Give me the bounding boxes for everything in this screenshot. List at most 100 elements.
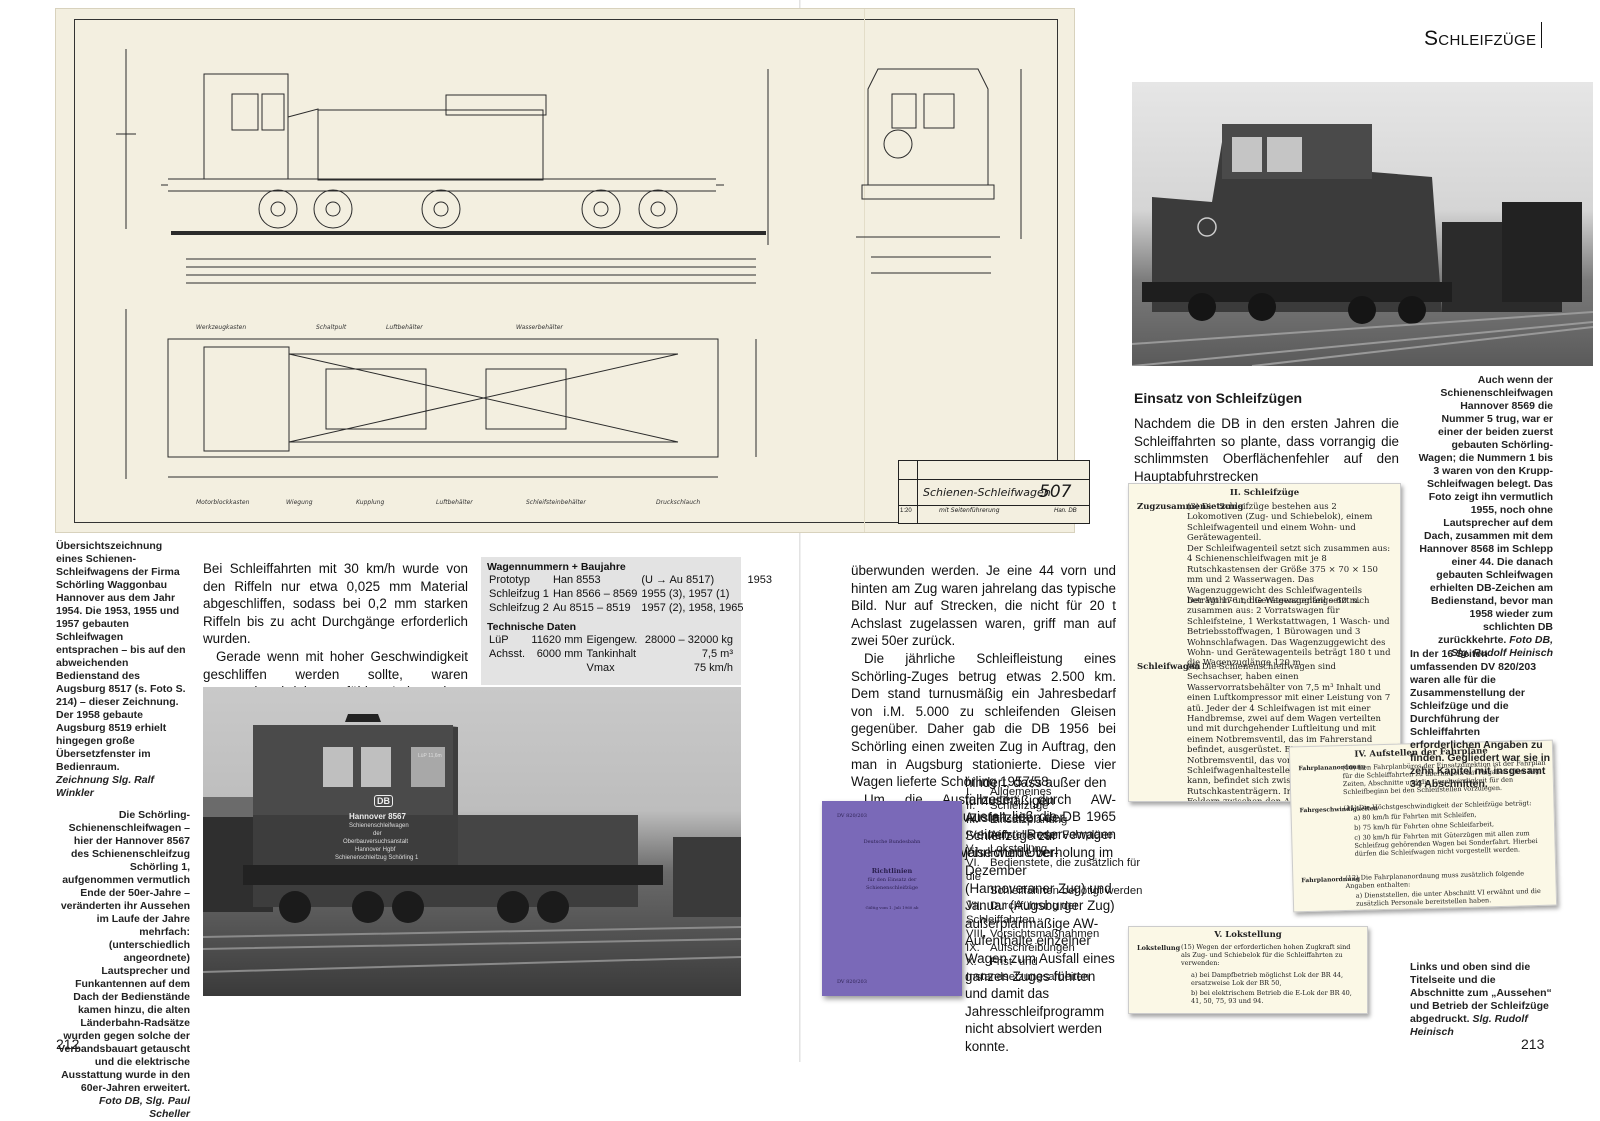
data-box-cell: Han 8553 <box>552 574 601 586</box>
blueprint-company-mark: Han. DB <box>1054 508 1077 514</box>
loco-lettering-line4: Hannover Hgbf <box>355 847 396 853</box>
toc-item-number: VIII. <box>966 928 987 941</box>
dv-booklet-title1: Richtlinien <box>871 867 913 875</box>
doc-lokstellung-p1b: b) bei elektrischem Betrieb die E-Lok de… <box>1191 989 1352 1005</box>
caption-titles-text: Links und oben sind die Titelseite und d… <box>1410 961 1552 1025</box>
section-text: Nachdem die DB in den ersten Jahren die … <box>1134 416 1399 484</box>
dv-booklet-title3: Schienenschleifzüge <box>865 885 918 891</box>
blueprint-drawing: Werkzeugkasten Schaltpult Luftbehälter W… <box>55 8 1090 533</box>
doc-fahrplaene-label1: Fahrplananordnung <box>1298 763 1366 773</box>
caption-photo-right-text: Auch wenn der Schienenschleifwagen Hanno… <box>1418 374 1553 646</box>
data-box-cell: Han 8566 – 8569 <box>552 588 638 600</box>
data-box-tech-cell: 6000 mm <box>536 648 583 660</box>
toc-item: IV. Aufstellen der Fahrpläne <box>966 828 1146 842</box>
blueprint-fold <box>864 9 865 532</box>
data-box-cell <box>746 587 774 601</box>
toc-item: III.Einsatzplanung <box>966 813 1146 827</box>
toc-item-title: Vorsichtsmaßnahmen <box>990 928 1100 941</box>
toc-item-number: II. <box>966 800 976 813</box>
data-box-tech-cell: Eigengew. <box>586 634 638 646</box>
toc-item-title: Schleiffahrten benötigt werden <box>990 885 1143 898</box>
photo-loco-8567: LüP 11,6m DB Hannover 8567 Schienenschle… <box>203 687 741 996</box>
dv-booklet-code-top: DV 820/203 <box>837 813 867 819</box>
data-box-tech-cell: 75 km/h <box>693 662 733 674</box>
svg-text:Wiegung: Wiegung <box>286 499 313 506</box>
svg-text:Wasserbehälter: Wasserbehälter <box>516 324 563 331</box>
doc-schleifzuege-label1: Zugzusammensetzung <box>1137 502 1244 512</box>
toc-item: VII.Durchführung der Schleiffahrten <box>966 899 1146 927</box>
loco-lettering-line3: Oberbauversuchsanstalt <box>343 839 409 845</box>
toc-item-number: IV. <box>966 828 979 841</box>
doc-schleifzuege-p1c: Der Wohn- und Gerätewagenteil setzt sich… <box>1187 596 1391 669</box>
toc-item: II. Schleifzüge <box>966 799 1146 813</box>
body-column-2-lower: hindert, dass außer den turnusmäßigen Au… <box>965 774 1116 1056</box>
caption-loco: Die Schörling-Schienenschleifwagen – hie… <box>56 809 190 1121</box>
toc-item-title: Schleifzüge <box>990 800 1049 813</box>
data-box-title-tech: Technische Daten <box>487 621 577 633</box>
blueprint-subtitle: mit Seitenführerung <box>939 507 1000 514</box>
page-number-left: 212 <box>56 1036 80 1052</box>
data-box-tech-cell: Tankinhalt <box>586 648 637 660</box>
toc-item-number: III. <box>966 814 979 827</box>
doc-schleifzuege-p1b: Der Schleifwagenteil setzt sich zusammen… <box>1187 544 1391 607</box>
data-box-cell: 1955 (3), 1957 (1) <box>641 588 730 600</box>
body-col2-p2: Die jährliche Schleifleistung eines Schö… <box>851 650 1116 790</box>
blueprint-title: Schienen-Schleifwagen <box>923 486 1051 499</box>
toc-item: I. Allgemeines <box>966 785 1146 799</box>
page-number-right: 213 <box>1521 1036 1545 1052</box>
doc-schleifzuege-p1: (3) Die Schleifzüge bestehen aus 2 Lokom… <box>1187 502 1373 544</box>
toc-item-title: Aufstellen der Fahrpläne <box>990 828 1114 841</box>
doc-lokstellung-label1: Lokstellung <box>1137 944 1181 952</box>
svg-text:Motorblockkasten: Motorblockkasten <box>196 499 250 506</box>
toc-item: Schleiffahrten benötigt werden <box>966 884 1146 898</box>
data-box-cell: Schleifzug 2 <box>489 602 549 614</box>
running-head-rule <box>1541 22 1542 48</box>
toc-item-number: IX. <box>966 942 980 955</box>
data-box-tech-cell: Achsst. <box>489 648 526 660</box>
toc-item: VI.Bedienstete, die zusätzlich für die <box>966 856 1146 884</box>
toc-item-title: Bedienstete, die zusätzlich für die <box>966 857 1141 884</box>
doc-fahrplaene-label2: Fahrgeschwindigkeiten <box>1299 805 1379 815</box>
svg-text:Schaltpult: Schaltpult <box>316 324 347 331</box>
photo-hannover-8569 <box>1132 82 1593 366</box>
data-box-cell: (U → Au 8517) <box>641 574 715 586</box>
toc-item: IX. Aufschreibungen <box>966 941 1146 955</box>
data-box-cell: 1953 <box>747 574 772 586</box>
svg-text:Luftbehälter: Luftbehälter <box>436 499 473 506</box>
svg-text:Werkzeugkasten: Werkzeugkasten <box>196 324 246 331</box>
loco-lettering-line1: Schienenschleifwagen <box>349 823 409 829</box>
caption-blueprint-credit: Zeichnung Slg. Ralf Winkler <box>56 774 155 799</box>
svg-text:Kupplung: Kupplung <box>356 499 384 506</box>
svg-text:Druckschlauch: Druckschlauch <box>656 499 700 506</box>
caption-titles: Links und oben sind die Titelseite und d… <box>1410 961 1552 1039</box>
data-box-tech-cell: 28000 – 32000 kg <box>644 634 733 646</box>
section-heading: Einsatz von Schleifzügen <box>1134 390 1303 406</box>
toc-item: X.Frist- und Instandsetzungsarbeiten <box>966 955 1146 983</box>
blueprint-scale: 1:20 <box>900 508 912 514</box>
loco-roof-lettering: LüP 11,6m <box>418 753 442 759</box>
toc-item-title: Lokstellung <box>990 842 1048 855</box>
caption-loco-credit: Foto DB, Slg. Paul Scheller <box>99 1095 190 1120</box>
data-box-tech-cell <box>528 661 585 675</box>
loco-lettering-line2: der <box>373 831 382 837</box>
toc-item-title: Aufschreibungen <box>990 942 1075 955</box>
toc-item-number: I. <box>966 786 973 798</box>
toc-item-title: Durchführung der Schleiffahrten <box>966 899 1078 926</box>
caption-dv: In der 16 Seiten umfassenden DV 820/203 … <box>1410 648 1551 790</box>
doc-fahrplaene-p3a: a) Dienststellen, die unter Abschnitt VI… <box>1355 886 1541 908</box>
toc-item-title: Allgemeines <box>990 786 1052 798</box>
doc-fahrplaene-p2c: c) 30 km/h für Fahrten mit Güterzügen mi… <box>1354 829 1538 858</box>
toc-item-number: X. <box>966 956 977 969</box>
caption-photo-right: Auch wenn der Schienenschleifwagen Hanno… <box>1418 374 1553 660</box>
toc-item: V.Lokstellung <box>966 842 1146 856</box>
blueprint-frame <box>74 19 1058 523</box>
caption-titles-credit: Slg. Rudolf Heinisch <box>1410 1013 1528 1038</box>
dv-booklet-title2: für den Einsatz der <box>867 877 917 883</box>
toc-item: VIII.Vorsichtsmaßnahmen <box>966 927 1146 941</box>
toc-item-number: VII. <box>966 899 983 912</box>
